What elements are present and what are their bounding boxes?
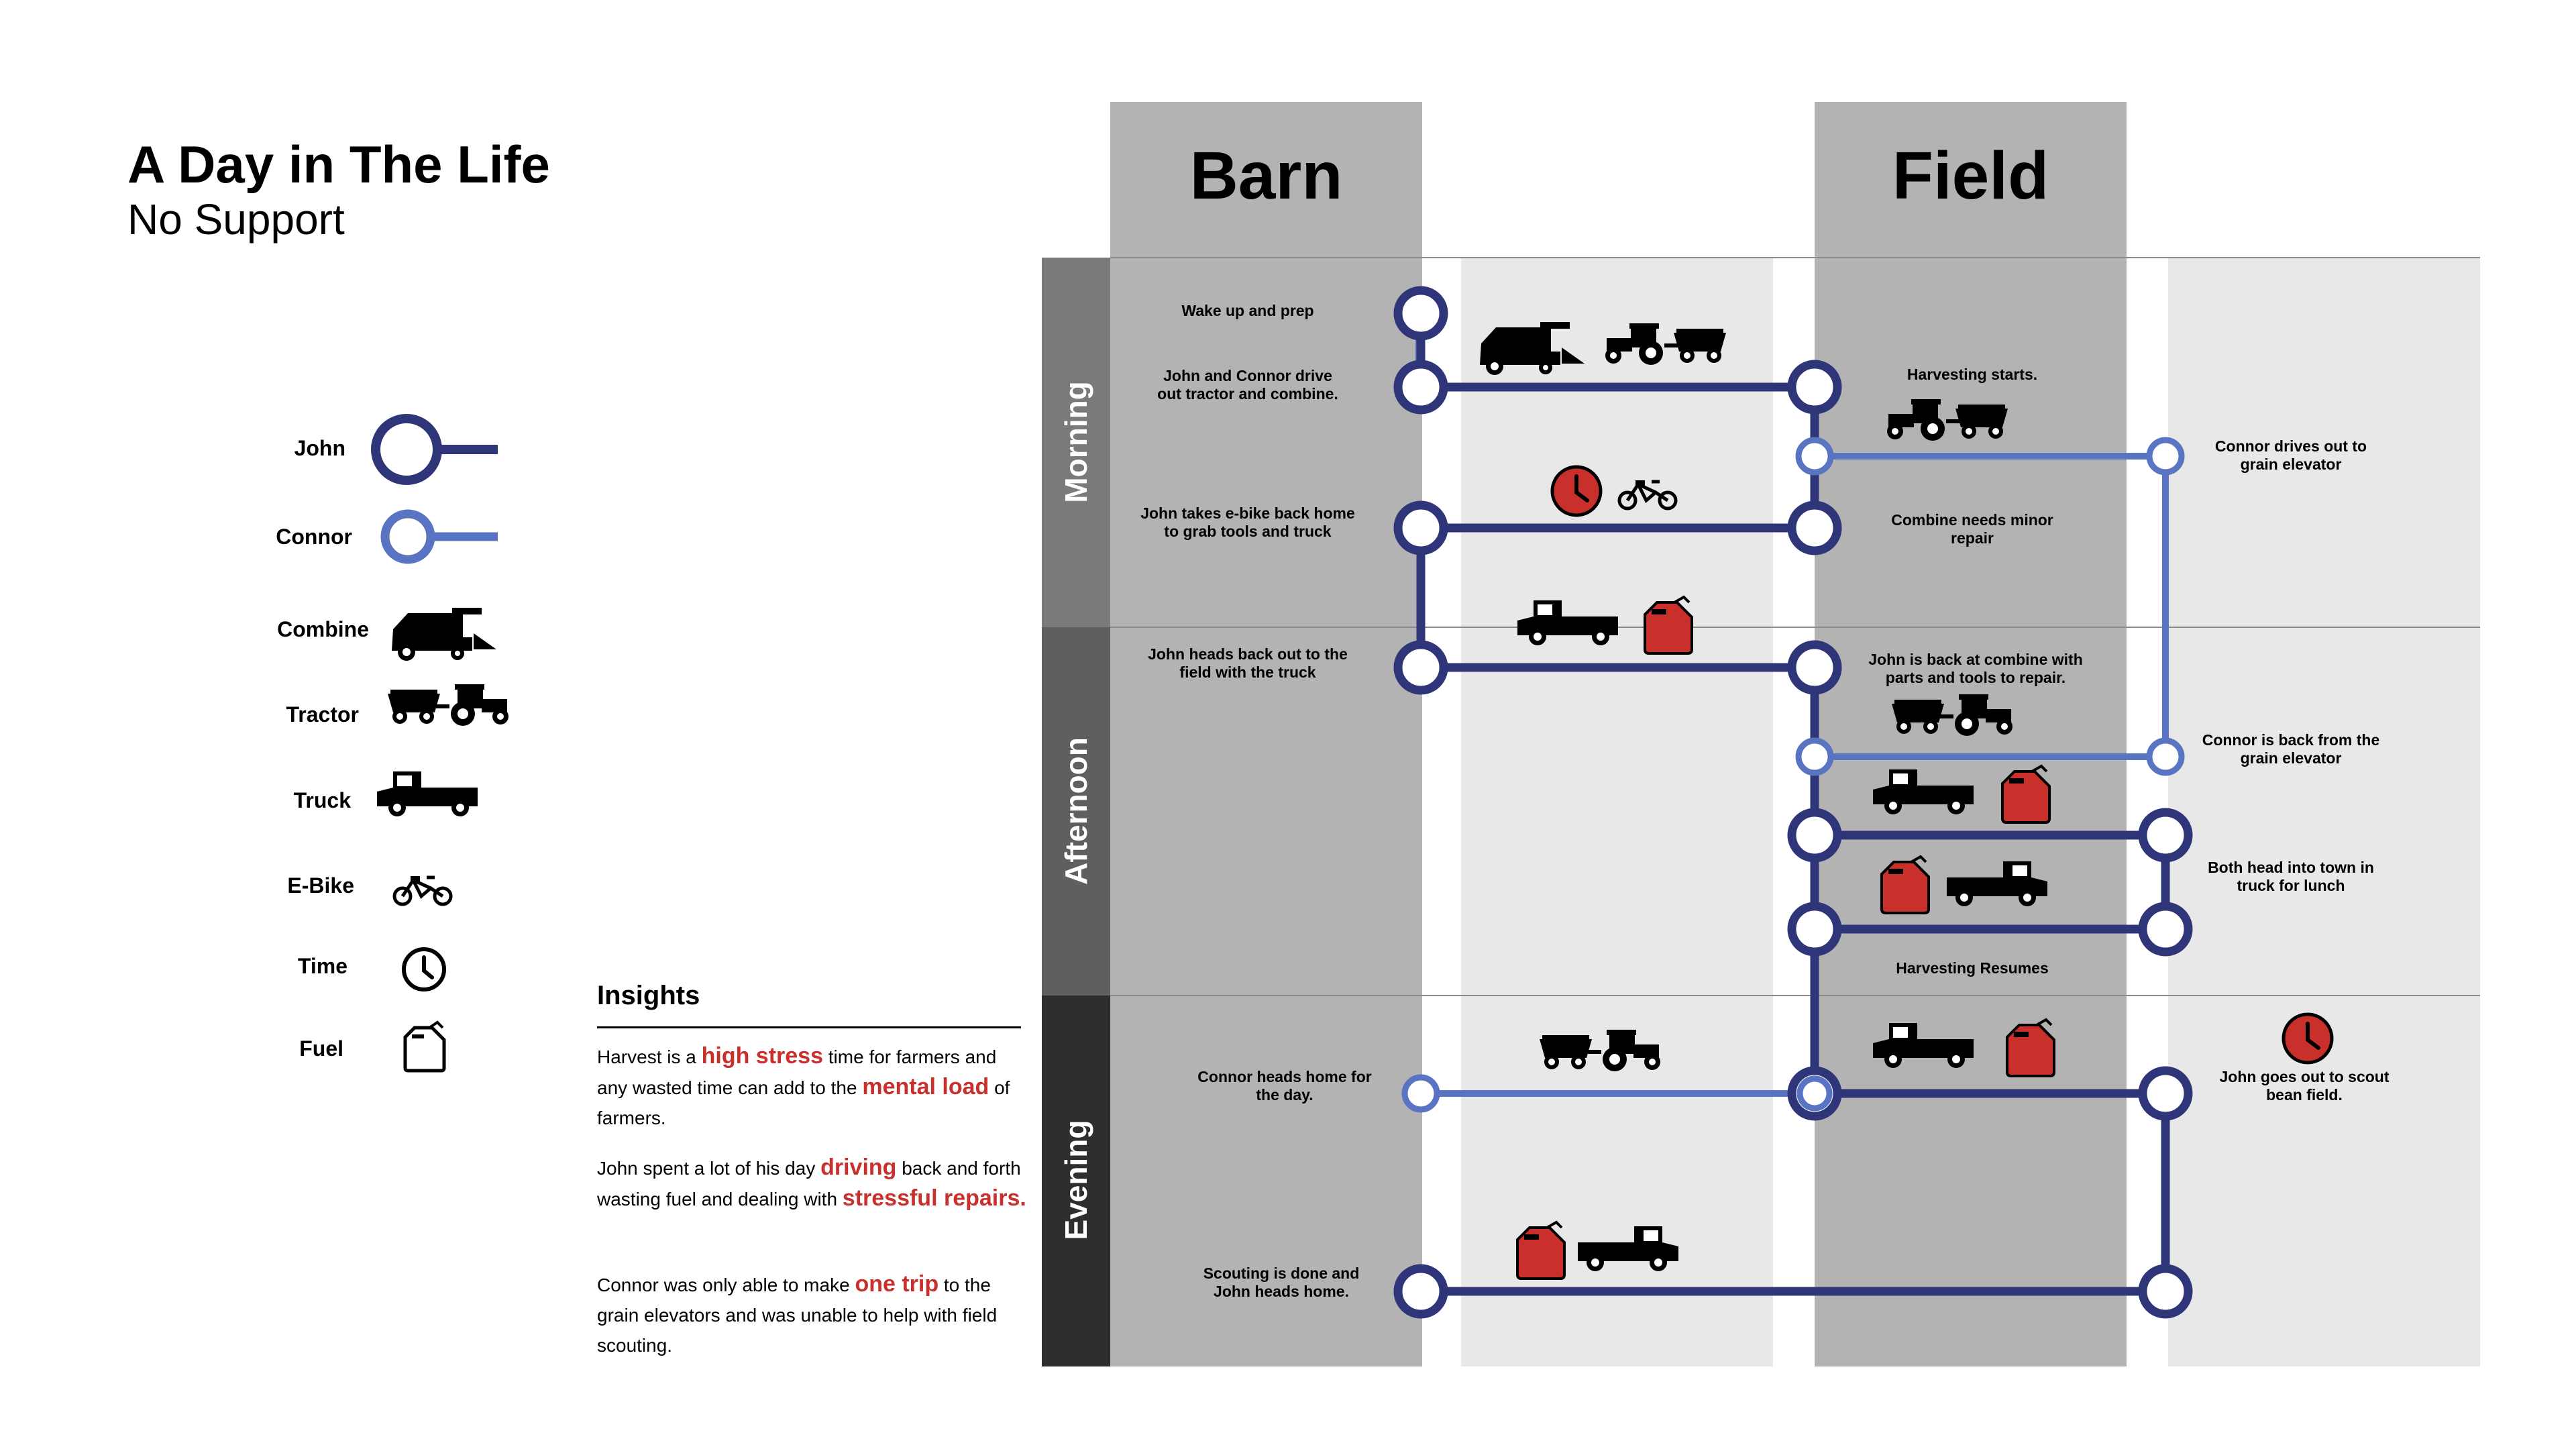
legend-tractor-label: Tractor <box>286 702 359 727</box>
page-subtitle: No Support <box>127 195 345 244</box>
node-minor-repair <box>1787 500 1842 555</box>
node-back-at-combine <box>1787 640 1842 695</box>
legend-connor-label: Connor <box>276 525 352 549</box>
note-drive-out: John and Connor drive out tractor and co… <box>1157 367 1338 402</box>
elevator-column <box>2168 258 2480 1366</box>
note-back-out: John heads back out to the field with th… <box>1148 645 1348 681</box>
legend-combine-icon <box>392 608 496 661</box>
node-back-out <box>1393 640 1448 695</box>
field-header: Field <box>1892 138 2049 213</box>
legend-combine-label: Combine <box>277 617 369 641</box>
node-connor-evening <box>1796 1075 1833 1112</box>
morning-band <box>1042 258 1110 627</box>
legend-fuel-icon <box>403 1020 446 1073</box>
node-harvest-start <box>1787 360 1842 415</box>
evening-band <box>1042 996 1110 1366</box>
legend-john-label: John <box>294 436 345 460</box>
node-scout <box>2138 1066 2193 1121</box>
legend-truck-label: Truck <box>293 788 351 812</box>
insight-paragraph-1: Harvest is a high stress time for farmer… <box>597 1043 1010 1128</box>
note-scouting-done: Scouting is done and John heads home. <box>1203 1265 1360 1300</box>
node-wake <box>1393 286 1448 341</box>
note-ebike-home: John takes e-bike back home to grab tool… <box>1140 504 1355 540</box>
node-connor-back <box>2146 737 2185 776</box>
note-connor-home: Connor heads home for the day. <box>1197 1068 1372 1104</box>
note-wake: Wake up and prep <box>1181 302 1314 319</box>
node-scout-done <box>2138 1264 2193 1319</box>
legend-ebike-label: E-Bike <box>287 873 354 898</box>
john-route-day <box>1416 382 2170 1296</box>
evening-label: Evening <box>1059 1120 1093 1240</box>
barn-header: Barn <box>1189 138 1343 213</box>
insight-paragraph-3: Connor was only able to make one trip to… <box>597 1271 998 1356</box>
note-harvest-resumes: Harvesting Resumes <box>1896 959 2049 977</box>
node-connor-leave <box>1795 437 1834 476</box>
page-title: A Day in The Life <box>127 135 550 194</box>
insight-paragraph-2: John spent a lot of his day driving back… <box>597 1155 1026 1211</box>
legend-truck-icon <box>377 771 478 816</box>
node-lunch-return <box>1787 902 1842 957</box>
node-lunch-back <box>2138 902 2193 957</box>
node-drive-out <box>1393 360 1448 415</box>
note-minor-repair: Combine needs minor repair <box>1891 511 2053 547</box>
morning-label: Morning <box>1059 381 1093 503</box>
clock-icon <box>2284 1014 2332 1063</box>
note-back-at-combine: John is back at combine with parts and t… <box>1868 651 2083 686</box>
note-connor-back: Connor is back from the grain elevator <box>2202 731 2380 767</box>
afternoon-band <box>1042 627 1110 996</box>
insights-divider <box>597 1026 1021 1028</box>
legend-tractor-icon <box>388 684 508 726</box>
insights-title: Insights <box>597 981 700 1010</box>
node-connor-elevator <box>2146 437 2185 476</box>
note-lunch: Both head into town in truck for lunch <box>2208 859 2374 894</box>
node-connor-home <box>1401 1074 1440 1113</box>
clock-icon <box>1552 467 1601 515</box>
legend-john-icon <box>371 414 498 485</box>
note-harvest-starts: Harvesting starts. <box>1907 366 2038 383</box>
legend-clock-icon <box>402 947 446 991</box>
legend-ebike-icon <box>394 876 451 904</box>
node-lunch-town <box>2138 808 2193 863</box>
legend-time-label: Time <box>297 954 347 978</box>
note-connor-elevator: Connor drives out to grain elevator <box>2214 437 2367 473</box>
legend-connor-icon <box>380 509 498 564</box>
transit-column <box>1461 258 1773 1366</box>
node-home <box>1393 1264 1448 1319</box>
node-lunch-leave <box>1787 808 1842 863</box>
node-connor-return <box>1795 737 1834 776</box>
legend-fuel-label: Fuel <box>299 1036 343 1061</box>
barn-column <box>1110 102 1422 1366</box>
node-ebike-home <box>1393 500 1448 555</box>
note-scout: John goes out to scout bean field. <box>2219 1068 2390 1104</box>
afternoon-label: Afternoon <box>1059 737 1093 885</box>
